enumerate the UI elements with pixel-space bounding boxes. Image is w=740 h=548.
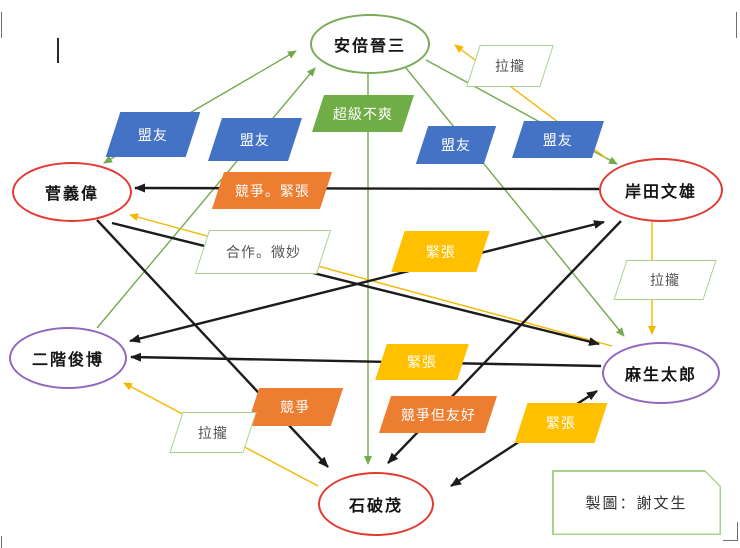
relation-label-text: 緊張 [425, 245, 456, 261]
relation-label-text: 盟友 [441, 139, 471, 154]
page-corner-mark-bottom-right-v [737, 522, 738, 541]
node-kishida[interactable]: 岸田文雄 [599, 158, 723, 222]
node-suga[interactable]: 菅義偉 [12, 162, 132, 222]
relation-label-cooperation-subtle[interactable]: 合作。微妙 [194, 230, 332, 274]
node-nikai[interactable]: 二階俊博 [9, 327, 127, 389]
relation-label-competition-tension[interactable]: 競爭。緊張 [211, 172, 333, 209]
relation-label-text: 拉攏 [650, 274, 680, 289]
page-corner-mark-top-right [736, 12, 737, 38]
credit-text: 製圖：謝文生 [554, 472, 720, 534]
node-label: 二階俊博 [31, 352, 104, 369]
relation-label-text: 盟友 [138, 128, 168, 144]
arrow-tension-kishida-suga[interactable] [134, 183, 600, 193]
relation-label-text: 拉攏 [495, 60, 525, 75]
relation-label-pull-bottom-left[interactable]: 拉攏 [169, 412, 257, 453]
page-corner-mark-bottom-left [1, 536, 2, 548]
relation-label-competition-friendly[interactable]: 競爭但友好 [378, 396, 498, 433]
relation-label-text: 競爭但友好 [400, 408, 476, 424]
relation-label-tension-1[interactable]: 緊張 [391, 231, 490, 272]
relation-label-tension-3[interactable]: 緊張 [514, 403, 608, 443]
relation-label-ally-2[interactable]: 盟友 [208, 118, 302, 161]
relation-label-text: 盟友 [543, 133, 573, 149]
page-corner-mark-bottom-right-h [723, 540, 738, 541]
arrow-tension-aso-nikai[interactable] [130, 352, 602, 368]
credit-box[interactable]: 製圖：謝文生 [552, 470, 721, 535]
node-label: 安倍晉三 [333, 38, 406, 55]
node-label: 菅義偉 [44, 186, 99, 203]
page-corner-mark-top-left [1, 12, 2, 38]
arrow-relation-suga-aso[interactable] [111, 221, 600, 346]
relation-label-tension-2[interactable]: 緊張 [375, 344, 469, 380]
relation-label-text: 超級不爽 [333, 107, 393, 123]
relation-label-ally-4[interactable]: 盟友 [511, 121, 605, 158]
relation-label-text: 競爭。緊張 [234, 184, 310, 200]
node-label: 麻生太郎 [624, 367, 697, 384]
relation-label-text: 緊張 [407, 356, 437, 371]
relation-label-ally-1[interactable]: 盟友 [105, 112, 201, 157]
relation-label-text: 拉攏 [198, 426, 228, 442]
node-ishiba[interactable]: 石破茂 [318, 472, 434, 536]
relation-label-text: 盟友 [240, 133, 270, 149]
relation-label-super-upset[interactable]: 超級不爽 [311, 95, 415, 132]
text-cursor [57, 38, 59, 63]
relation-label-pull-top[interactable]: 拉攏 [466, 45, 554, 87]
node-label: 岸田文雄 [624, 184, 697, 201]
node-abe[interactable]: 安倍晉三 [310, 14, 430, 74]
relation-label-ally-3[interactable]: 盟友 [415, 126, 497, 164]
relation-label-text: 合作。微妙 [225, 246, 301, 261]
relation-label-text: 競爭 [280, 401, 310, 416]
relation-label-text: 緊張 [546, 417, 576, 432]
arrow-tension-nikai-kishida[interactable] [129, 220, 605, 343]
node-aso[interactable]: 麻生太郎 [602, 342, 720, 404]
relation-label-pull-right[interactable]: 拉攏 [613, 260, 717, 300]
relation-label-competition[interactable]: 競爭 [246, 388, 344, 426]
node-label: 石破茂 [348, 498, 403, 515]
